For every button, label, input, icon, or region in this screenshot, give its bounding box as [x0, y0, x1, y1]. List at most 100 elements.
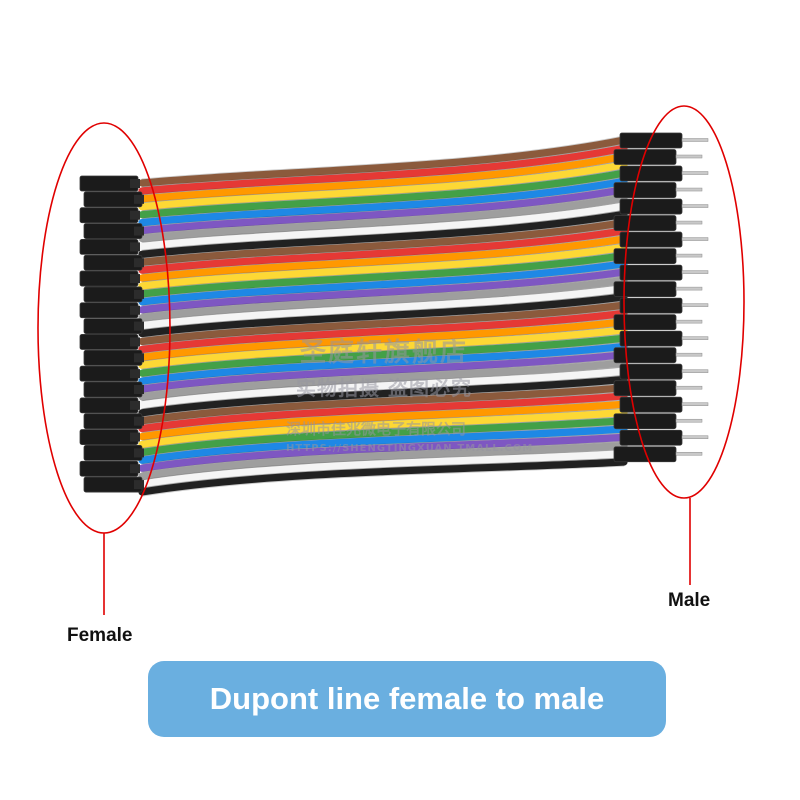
wire — [138, 450, 628, 488]
female-housing-neck — [134, 448, 144, 458]
female-housing-neck — [134, 480, 144, 490]
female-housing-neck — [130, 400, 140, 410]
watermark-notice: 实物拍摄 盗图必究 — [296, 376, 472, 400]
wire — [138, 251, 628, 298]
male-pin — [675, 187, 703, 192]
male-housing — [619, 330, 683, 347]
female-housing — [83, 349, 143, 366]
banner-text: Dupont line female to male — [209, 681, 605, 716]
wire — [138, 408, 628, 449]
wire — [138, 375, 628, 417]
wire — [138, 218, 628, 266]
wire — [138, 301, 628, 346]
wire — [138, 144, 628, 195]
male-pin — [675, 286, 703, 291]
female-housing — [83, 444, 143, 461]
female-housing — [83, 318, 143, 335]
male-housing — [619, 264, 683, 281]
male-pin — [675, 451, 703, 456]
wire — [138, 392, 628, 433]
male-housing — [613, 215, 677, 231]
female-housing-neck — [130, 337, 140, 347]
male-pin — [681, 435, 709, 439]
male-pin — [675, 418, 703, 423]
male-pin — [675, 352, 703, 357]
wire — [138, 433, 628, 472]
wire-bundle — [138, 135, 628, 497]
wire — [138, 152, 628, 203]
wire — [138, 235, 628, 282]
wire — [138, 177, 628, 227]
male-housing — [619, 198, 683, 215]
wire — [138, 441, 628, 480]
wire — [138, 276, 628, 322]
female-housing-neck — [134, 289, 144, 299]
female-housing — [79, 175, 139, 192]
wire — [138, 202, 628, 250]
male-pin — [681, 204, 709, 208]
product-title-banner: Dupont line female to male — [148, 661, 666, 737]
wire — [138, 334, 628, 377]
male-pin — [681, 402, 709, 406]
female-housing — [79, 302, 139, 319]
wire — [138, 400, 628, 441]
watermark-store: 圣庭轩旗舰店 — [300, 338, 469, 368]
wire — [138, 417, 628, 456]
wire — [138, 169, 628, 219]
wire — [138, 260, 628, 306]
male-pin — [681, 171, 709, 175]
female-housing — [79, 270, 139, 287]
male-housing — [619, 363, 683, 380]
female-housing — [83, 254, 143, 271]
male-housing — [619, 297, 683, 314]
female-housing — [79, 460, 139, 477]
wire — [138, 210, 628, 258]
male-housing — [613, 182, 677, 198]
male-highlight-ellipse — [623, 105, 745, 499]
wire — [138, 359, 628, 401]
wire — [138, 342, 628, 385]
wire — [138, 285, 628, 330]
female-housing — [83, 476, 143, 493]
female-housing-neck — [130, 464, 140, 474]
female-housing-neck — [130, 432, 140, 442]
female-housing — [79, 207, 139, 224]
male-label: Male — [668, 590, 711, 611]
wire — [138, 227, 628, 274]
female-housing-neck — [130, 305, 140, 315]
male-housing — [613, 347, 677, 364]
female-housing — [79, 365, 139, 382]
female-housing — [83, 286, 143, 303]
female-label: Female — [67, 625, 133, 646]
male-pin — [675, 220, 703, 225]
male-pin — [675, 253, 703, 258]
wire — [138, 194, 628, 243]
wire — [138, 185, 628, 235]
male-pin — [675, 319, 703, 324]
male-pin — [681, 237, 709, 241]
female-housing-neck — [130, 369, 140, 379]
female-housing-neck — [134, 258, 144, 268]
male-pin — [681, 369, 709, 373]
female-housing-neck — [134, 385, 144, 394]
female-housing-neck — [130, 210, 140, 220]
wire — [138, 367, 628, 409]
watermark-url: HTTPS://SHENGTINGXUAN.TMALL.COM — [286, 443, 534, 454]
wire — [138, 268, 628, 314]
male-housing — [619, 231, 683, 248]
female-housing — [83, 381, 143, 398]
female-housing-neck — [130, 242, 140, 252]
female-housing-neck — [134, 226, 144, 236]
watermark-company: 深圳市佳兆微电子有限公司 — [286, 420, 467, 438]
wire — [138, 309, 628, 353]
male-pin — [681, 336, 709, 340]
male-housing — [619, 132, 683, 149]
female-housing-neck — [134, 416, 144, 426]
wire — [138, 243, 628, 290]
male-housing — [619, 165, 683, 182]
male-pin — [675, 385, 703, 390]
wire — [138, 351, 628, 393]
male-pin — [681, 138, 709, 142]
female-housing-neck — [134, 321, 144, 331]
